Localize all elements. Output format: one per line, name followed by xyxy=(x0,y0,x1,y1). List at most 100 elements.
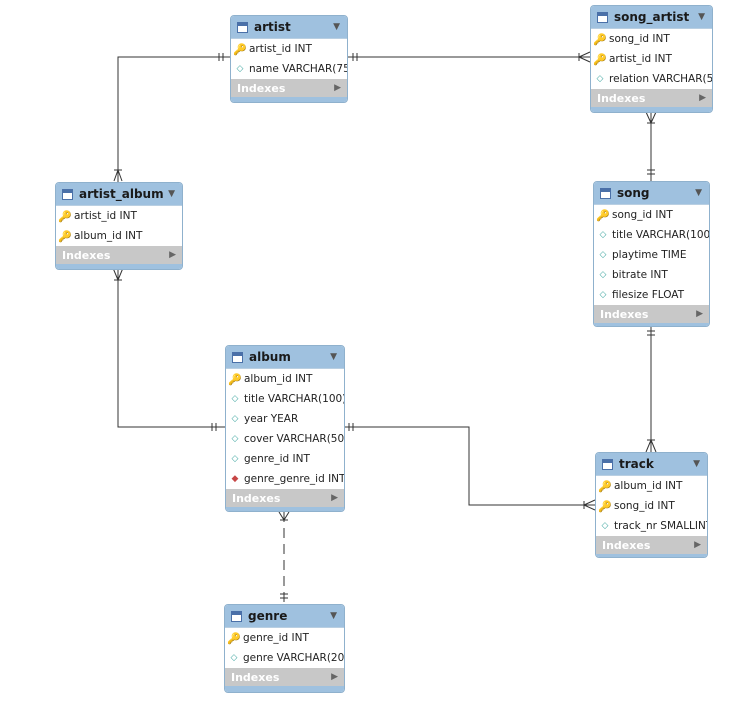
column-label: cover VARCHAR(50) xyxy=(244,433,345,445)
indexes-section[interactable]: Indexes ▶ xyxy=(56,246,182,264)
collapse-arrow-icon[interactable]: ▼ xyxy=(695,188,702,198)
expand-arrow-icon[interactable]: ▶ xyxy=(334,83,341,93)
collapse-arrow-icon[interactable]: ▼ xyxy=(698,12,705,22)
attribute-diamond-icon: ◇ xyxy=(599,289,607,300)
table-icon xyxy=(232,351,243,363)
key-icon: 🔑 xyxy=(58,229,72,243)
table-header[interactable]: genre ▼ xyxy=(225,605,344,628)
table-header[interactable]: album ▼ xyxy=(226,346,344,369)
column-label: artist_id INT xyxy=(249,43,312,55)
indexes-label: Indexes xyxy=(602,538,651,552)
table-column[interactable]: 🔑album_id INT xyxy=(56,226,182,246)
table-column[interactable]: ◇title VARCHAR(100) xyxy=(226,389,344,409)
indexes-section[interactable]: Indexes ▶ xyxy=(591,89,712,107)
table-column[interactable]: 🔑artist_id INT xyxy=(56,206,182,226)
table-footer xyxy=(591,107,712,112)
table-column[interactable]: 🔑song_id INT xyxy=(594,205,709,225)
table-column[interactable]: ◇title VARCHAR(100) xyxy=(594,225,709,245)
table-header[interactable]: artist_album▼ xyxy=(56,183,182,206)
table-header[interactable]: track ▼ xyxy=(596,453,707,476)
table-header[interactable]: song▼ xyxy=(594,182,709,205)
table-column[interactable]: 🔑artist_id INT xyxy=(231,39,347,59)
expand-arrow-icon[interactable]: ▶ xyxy=(331,493,338,503)
expand-arrow-icon[interactable]: ▶ xyxy=(699,93,706,103)
column-label: artist_id INT xyxy=(74,210,137,222)
table-footer xyxy=(56,264,182,269)
column-label: track_nr SMALLINT xyxy=(614,520,708,532)
key-icon: 🔑 xyxy=(593,32,607,46)
column-label: genre_id INT xyxy=(244,453,310,465)
collapse-arrow-icon[interactable]: ▼ xyxy=(333,22,340,32)
table-song-artist[interactable]: song_artist▼🔑song_id INT🔑artist_id INT◇r… xyxy=(590,5,713,113)
column-label: artist_id INT xyxy=(609,53,672,65)
table-column[interactable]: ◇track_nr SMALLINT xyxy=(596,516,707,536)
table-column[interactable]: 🔑song_id INT xyxy=(596,496,707,516)
table-column[interactable]: ◇playtime TIME xyxy=(594,245,709,265)
column-label: album_id INT xyxy=(74,230,143,242)
table-column[interactable]: ◇genre VARCHAR(20) xyxy=(225,648,344,668)
table-genre[interactable]: genre ▼ 🔑genre_id INT◇genre VARCHAR(20)Ind… xyxy=(224,604,345,693)
expand-arrow-icon[interactable]: ▶ xyxy=(696,309,703,319)
collapse-arrow-icon[interactable]: ▼ xyxy=(330,611,337,621)
table-column[interactable]: ◇bitrate INT xyxy=(594,265,709,285)
table-track[interactable]: track ▼ 🔑album_id INT🔑song_id INT◇track_nr… xyxy=(595,452,708,558)
key-icon: 🔑 xyxy=(227,631,241,645)
indexes-section[interactable]: Indexes▶ xyxy=(225,668,344,686)
indexes-section[interactable]: Indexes ▶ xyxy=(596,536,707,554)
column-label: song_id INT xyxy=(614,500,675,512)
column-label: relation VARCHAR(5) xyxy=(609,73,713,85)
table-artist[interactable]: artist▼🔑artist_id INT◇name VARCHAR(75)In… xyxy=(230,15,348,103)
indexes-label: Indexes xyxy=(237,81,286,95)
table-name: artist xyxy=(254,20,291,34)
rel-artist-artist-album xyxy=(117,56,230,182)
column-label: album_id INT xyxy=(244,373,313,385)
table-column[interactable]: 🔑artist_id INT xyxy=(591,49,712,69)
expand-arrow-icon[interactable]: ▶ xyxy=(694,540,701,550)
table-column[interactable]: ◇ relation VARCHAR(5) xyxy=(591,69,712,89)
collapse-arrow-icon[interactable]: ▼ xyxy=(693,459,700,469)
foreign-key-diamond-icon: ◆ xyxy=(231,473,239,484)
table-footer xyxy=(596,554,707,557)
table-column[interactable]: ◇cover VARCHAR(50) xyxy=(226,429,344,449)
key-icon: 🔑 xyxy=(58,209,72,223)
table-column[interactable]: 🔑album_id INT xyxy=(596,476,707,496)
table-artist-album[interactable]: artist_album▼🔑artist_id INT🔑album_id INT… xyxy=(55,182,183,270)
column-label: genre VARCHAR(20) xyxy=(243,652,345,664)
expand-arrow-icon[interactable]: ▶ xyxy=(169,250,176,260)
table-column[interactable]: ◇filesize FLOAT xyxy=(594,285,709,305)
table-song[interactable]: song▼🔑song_id INT◇title VARCHAR(100)◇pla… xyxy=(593,181,710,327)
table-column[interactable]: 🔑album_id INT xyxy=(226,369,344,389)
table-column[interactable]: ◆genre_genre_id INT xyxy=(226,469,344,489)
table-column[interactable]: ◇year YEAR xyxy=(226,409,344,429)
attribute-diamond-icon: ◇ xyxy=(231,393,239,404)
table-column[interactable]: 🔑song_id INT xyxy=(591,29,712,49)
table-footer xyxy=(594,323,709,326)
attribute-diamond-icon: ◇ xyxy=(596,73,604,84)
collapse-arrow-icon[interactable]: ▼ xyxy=(168,189,175,199)
table-column[interactable]: ◇name VARCHAR(75) xyxy=(231,59,347,79)
column-label: song_id INT xyxy=(612,209,673,221)
expand-arrow-icon[interactable]: ▶ xyxy=(331,672,338,682)
indexes-section[interactable]: Indexes ▶ xyxy=(231,79,347,97)
table-name: genre xyxy=(248,609,288,623)
collapse-arrow-icon[interactable]: ▼ xyxy=(330,352,337,362)
table-header[interactable]: song_artist▼ xyxy=(591,6,712,29)
table-name: track xyxy=(619,457,654,471)
indexes-label: Indexes xyxy=(597,91,646,105)
table-header[interactable]: artist ▼ xyxy=(231,16,347,39)
indexes-section[interactable]: Indexes▶ xyxy=(226,489,344,507)
key-icon: 🔑 xyxy=(593,52,607,66)
table-name: album xyxy=(249,350,291,364)
indexes-section[interactable]: Indexes▶ xyxy=(594,305,709,323)
column-label: song_id INT xyxy=(609,33,670,45)
table-column[interactable]: 🔑genre_id INT xyxy=(225,628,344,648)
attribute-diamond-icon: ◇ xyxy=(231,453,239,464)
column-label: title VARCHAR(100) xyxy=(612,229,710,241)
key-icon: 🔑 xyxy=(233,42,247,56)
table-icon xyxy=(62,188,73,200)
table-column[interactable]: ◇ genre_id INT xyxy=(226,449,344,469)
indexes-label: Indexes xyxy=(62,248,111,262)
table-album[interactable]: album ▼ 🔑album_id INT◇title VARCHAR(100)◇y… xyxy=(225,345,345,512)
table-icon xyxy=(600,187,611,199)
